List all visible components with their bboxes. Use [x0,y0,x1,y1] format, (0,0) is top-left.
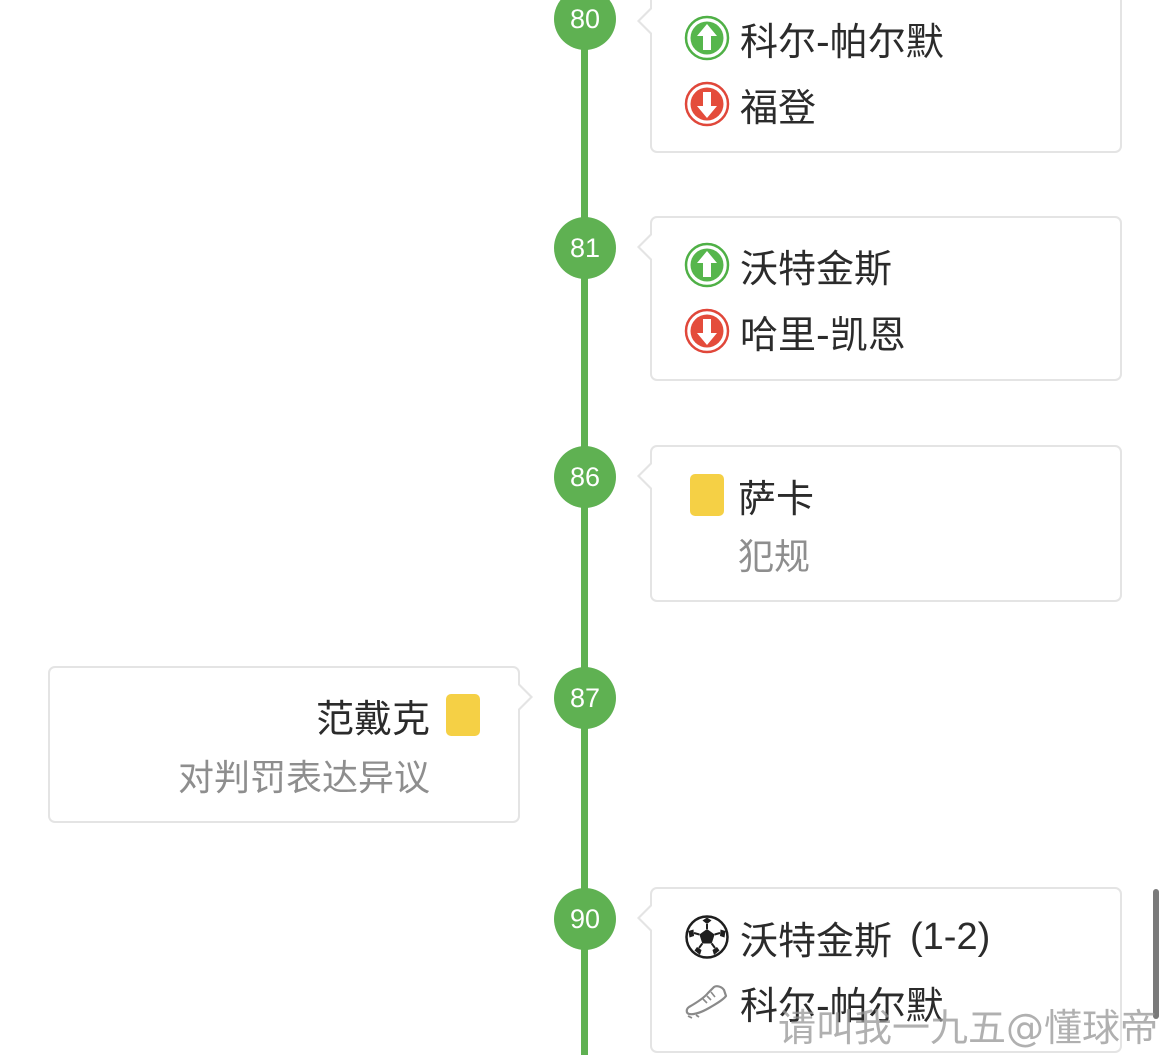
booked-player-row: 范戴克 [315,690,480,741]
boot-icon [684,982,730,1022]
goal-scorer-name: 沃特金斯 [740,918,893,963]
goal-score: (1-2) [910,915,991,958]
scrollbar[interactable] [1153,889,1159,1019]
soccer-ball-icon [684,914,730,960]
yellow-card-event-card[interactable]: 萨卡 犯规 [637,445,1122,602]
sub-in-row: 科尔-帕尔默 [684,13,944,64]
goal-row: 沃特金斯 (1-2) [684,912,991,963]
minute-badge: 87 [554,667,616,729]
minute-badge: 80 [554,0,616,50]
sub-out-row: 福登 [684,79,817,130]
sub-out-row: 哈里-凯恩 [684,306,906,357]
booked-player-row: 萨卡 [684,470,815,521]
timeline-line [581,0,588,1055]
yellow-card-icon [690,474,724,516]
booking-reason: 对判罚表达异议 [177,758,430,799]
booked-player-name: 萨卡 [738,476,815,521]
goal-event-card[interactable]: 沃特金斯 (1-2) 科尔-帕尔默 [637,887,1122,1053]
minute-badge: 81 [554,217,616,279]
booking-reason-row: 犯规 [738,529,810,579]
booking-reason-row: 对判罚表达异议 [178,750,430,800]
arrow-down-circle-icon [684,308,730,354]
yellow-card-icon [446,694,480,736]
player-in-name: 沃特金斯 [740,246,893,291]
assist-row: 科尔-帕尔默 [684,977,944,1028]
watermark: 请叫我一九五@懂球帝 [778,1006,1159,1050]
substitution-event-card[interactable]: 沃特金斯 哈里-凯恩 [637,216,1122,381]
assist-player-name: 科尔-帕尔默 [740,983,944,1028]
substitution-event-card[interactable]: 科尔-帕尔默 福登 [637,0,1122,153]
sub-in-row: 沃特金斯 [684,240,893,291]
booking-reason: 犯规 [738,537,811,578]
minute-badge: 90 [554,888,616,950]
player-in-name: 科尔-帕尔默 [740,19,944,64]
arrow-down-circle-icon [684,81,730,127]
player-out-name: 哈里-凯恩 [740,312,906,357]
player-out-name: 福登 [740,85,817,130]
yellow-card-event-card[interactable]: 范戴克 对判罚表达异议 [48,666,533,823]
arrow-up-circle-icon [684,242,730,288]
minute-badge: 86 [554,446,616,508]
arrow-up-circle-icon [684,15,730,61]
booked-player-name: 范戴克 [315,696,430,741]
